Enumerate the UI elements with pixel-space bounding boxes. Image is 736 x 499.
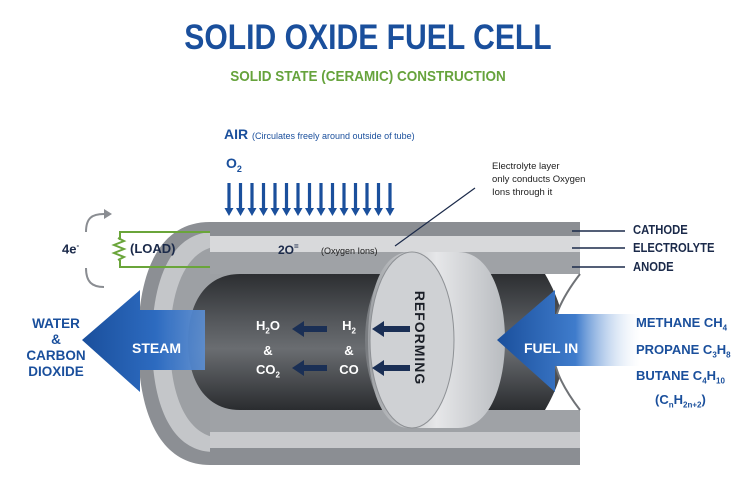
fuels-list: METHANE CH4 PROPANE C3H8 BUTANE C4H10 [636,312,731,392]
anode-label: ANODE [633,260,674,274]
propane-label: PROPANE C3H8 [636,341,731,360]
steam-arrow [82,290,205,392]
page-subtitle: SOLID STATE (CERAMIC) CONSTRUCTION [230,68,506,85]
bottom-electrolyte-layer [210,432,580,448]
steam-label: STEAM [132,340,181,356]
air-arrow [328,183,337,216]
cathode-label: CATHODE [633,223,688,237]
products-label: H2O & CO2 [252,316,284,384]
air-arrow [351,183,360,216]
co2-label: CO2 [256,361,280,380]
reactants-label: H2 & CO [334,316,364,379]
air-arrow [305,183,314,216]
load-label: (LOAD) [130,241,176,256]
electrolyte-note-pointer [394,187,476,247]
h2-label: H2 [342,318,356,336]
air-arrow [224,183,234,216]
output-label: WATER & CARBON DIOXIDE [26,316,86,379]
reforming-label: REFORMING [412,290,428,386]
air-arrows [224,183,395,216]
internal-arrows [292,321,410,376]
cathode-layer [210,222,580,236]
load-resistor [111,237,127,261]
methane-label: METHANE CH4 [636,315,728,333]
air-arrow [339,183,349,216]
electron-flow-top-arrow [85,213,105,233]
air-arrow [293,183,303,216]
air-arrow [385,183,395,216]
air-arrow [247,183,257,216]
electrolyte-note: Electrolyte layer only conducts Oxygen I… [492,161,586,198]
air-arrow [236,183,245,216]
air-arrow [316,183,326,216]
air-note: (Circulates freely around outside of tub… [252,131,415,141]
h2o-label: H2O [256,318,280,336]
electron-flow-top-head [104,209,112,219]
external-circuit [119,231,210,268]
air-arrow [362,183,372,216]
arrow-reform-to-h2 [372,321,410,337]
electrolyte-label: ELECTROLYTE [633,241,715,255]
arrow-co-to-co2 [292,360,327,376]
oxygen-ions-note: (Oxygen Ions) [321,246,378,256]
page-title: SOLID OXIDE FUEL CELL [184,18,552,57]
arrow-h2-to-h2o [292,321,327,337]
reforming-disc-face [369,251,455,429]
air-arrow [270,183,280,216]
general-formula-label: (CnH2n+2) [655,392,706,410]
fuel-in-arrow [497,290,640,392]
air-label: AIR (Circulates freely around outside of… [224,126,415,142]
electron-flow-bottom-arrow [85,267,105,288]
fuel-in-label: FUEL IN [524,340,579,356]
air-arrow [282,183,291,216]
air-arrow [374,183,383,216]
oxygen-ions-charge: 2O= [278,242,299,257]
butane-label: BUTANE C4H10 [636,368,725,386]
electrolyte-layer [210,236,580,252]
o2-label: O2 [226,155,242,174]
bottom-cathode-layer [210,448,580,465]
air-arrow [259,183,268,216]
arrow-reform-to-co [372,360,410,376]
electrons-label: 4e- [62,241,80,257]
